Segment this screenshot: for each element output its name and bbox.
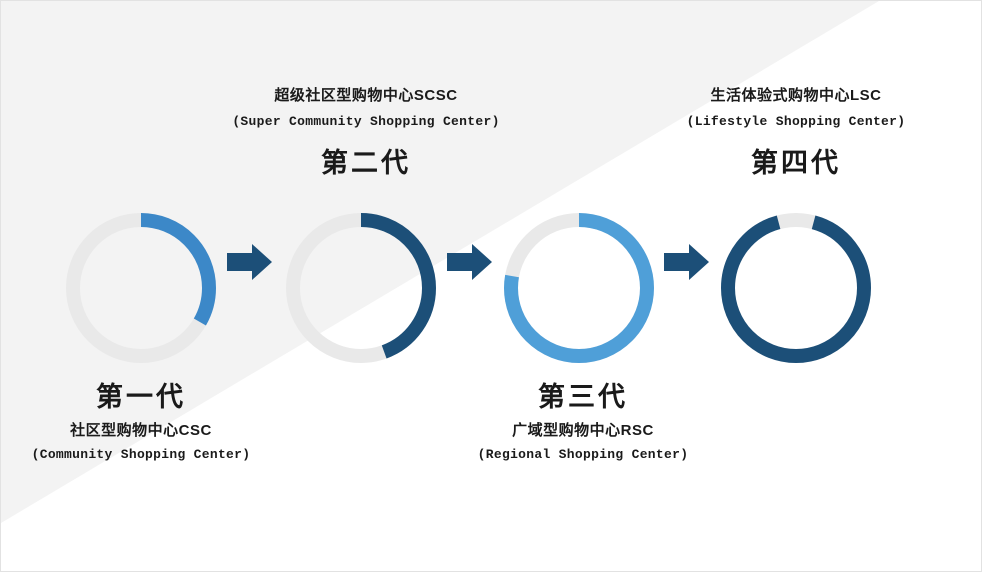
- stage1-gen-label: 第一代: [96, 382, 186, 412]
- stage4-labels: 生活体验式购物中心LSC (Lifestyle Shopping Center)…: [606, 86, 981, 178]
- ring-gen1-svg: [66, 213, 216, 363]
- ring-gen3-svg: [504, 213, 654, 363]
- ring-gen1: [61, 208, 221, 368]
- ring-gen4: [716, 208, 876, 368]
- stage4-name-cn: 生活体验式购物中心LSC: [710, 87, 882, 104]
- stage1-labels: 第一代 社区型购物中心CSC (Community Shopping Cente…: [1, 382, 311, 464]
- stage3-labels: 第三代 广域型购物中心RSC (Regional Shopping Center…: [413, 382, 753, 464]
- stage2-gen-label: 第二代: [321, 148, 411, 178]
- arrow-icon: [447, 244, 492, 280]
- stage2-name-en: (Super Community Shopping Center): [232, 114, 500, 129]
- stage3-name-en: (Regional Shopping Center): [477, 447, 689, 462]
- stage1-name-cn: 社区型购物中心CSC: [70, 422, 212, 439]
- arrow-icon: [227, 244, 272, 280]
- arrow-icon: [664, 244, 709, 280]
- stage1-name-en: (Community Shopping Center): [31, 447, 251, 462]
- ring-arc: [286, 213, 436, 363]
- ring-gen4-svg: [721, 213, 871, 363]
- ring-gen2-svg: [286, 213, 436, 363]
- stage4-name-en: (Lifestyle Shopping Center): [686, 114, 906, 129]
- ring-gen2: [281, 208, 441, 368]
- stage3-name-cn: 广域型购物中心RSC: [512, 422, 654, 439]
- ring-arc: [66, 213, 216, 363]
- ring-arc: [504, 213, 654, 363]
- stage4-gen-label: 第四代: [751, 148, 841, 178]
- stage2-name-cn: 超级社区型购物中心SCSC: [274, 87, 458, 104]
- ring-arc: [721, 213, 871, 363]
- stage2-labels: 超级社区型购物中心SCSC (Super Community Shopping …: [176, 86, 556, 178]
- ring-gen3: [499, 208, 659, 368]
- stage3-gen-label: 第三代: [538, 382, 628, 412]
